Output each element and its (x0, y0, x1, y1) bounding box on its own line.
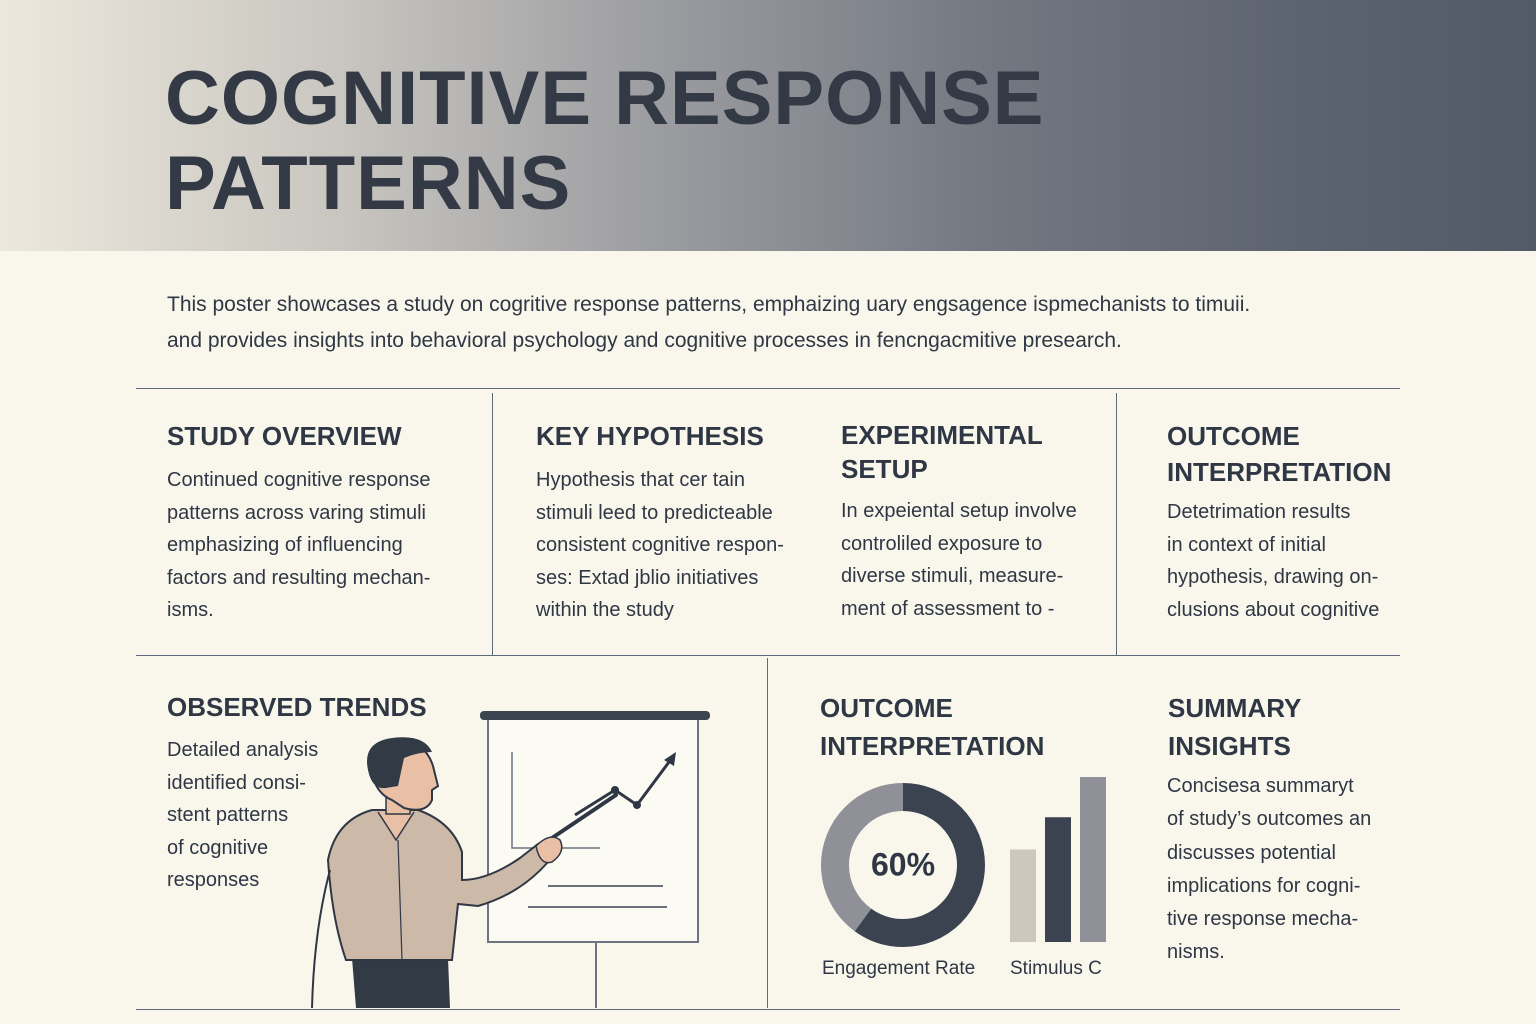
donut-slice-2 (821, 783, 985, 947)
outcome-interpretation-bottom-heading: OUTCOME INTERPRETATION (820, 693, 1045, 761)
observed-trends-heading: OBSERVED TRENDS (167, 692, 427, 722)
intro-line-1: This poster showcases a study on cogriti… (167, 293, 1251, 316)
key-hypothesis-body: Hypothesis that cer tain stimuli leed to… (536, 469, 784, 621)
engagement-donut-chart (821, 783, 985, 947)
stimulus-caption: Stimulus C (1010, 958, 1102, 979)
page-title: COGNITIVE RESPONSE PATTERNS (165, 56, 1045, 226)
divider-bottom (136, 1009, 1400, 1010)
header-banner (0, 0, 1536, 251)
observed-trends-body: Detailed analysis identified consi- sten… (167, 739, 319, 891)
divider-col-bottom (767, 658, 768, 1008)
stimulus-bar-chart (1010, 777, 1106, 942)
bar-1 (1010, 849, 1036, 942)
whiteboard-frame (487, 717, 699, 943)
engagement-rate-caption: Engagement Rate (822, 958, 976, 979)
study-overview-body: Continued cognitive response patterns ac… (167, 469, 431, 621)
whiteboard-top-bar (480, 711, 710, 720)
summary-insights-heading: SUMMARY INSIGHTS (1168, 693, 1302, 761)
experimental-setup-heading: EXPERIMENTAL SETUP (841, 420, 1043, 484)
rising-trend-chart (511, 752, 676, 849)
bar-2 (1045, 817, 1071, 942)
experimental-setup-body: In expeiental setup involve controliled … (841, 500, 1077, 620)
study-overview-heading: STUDY OVERVIEW (167, 421, 402, 451)
bar-3 (1080, 777, 1106, 942)
divider-top (136, 388, 1400, 389)
presenter-illustration (311, 711, 710, 1009)
outcome-interpretation-top-body: Detetrimation results in context of init… (1167, 501, 1380, 621)
intro-line-2: and provides insights into behavioral ps… (167, 329, 1122, 352)
outcome-interpretation-top-heading: OUTCOME INTERPRETATION (1167, 421, 1392, 487)
engagement-rate-value: 60% (870, 846, 936, 883)
summary-insights-body: Concisesa summaryt of study’s outcomes a… (1167, 775, 1372, 964)
divider-col-3 (1116, 393, 1117, 655)
divider-col-1 (492, 393, 493, 655)
intro-text: This poster showcases a study on cogriti… (167, 287, 1467, 359)
key-hypothesis-heading: KEY HYPOTHESIS (536, 421, 764, 451)
divider-middle (136, 655, 1400, 656)
